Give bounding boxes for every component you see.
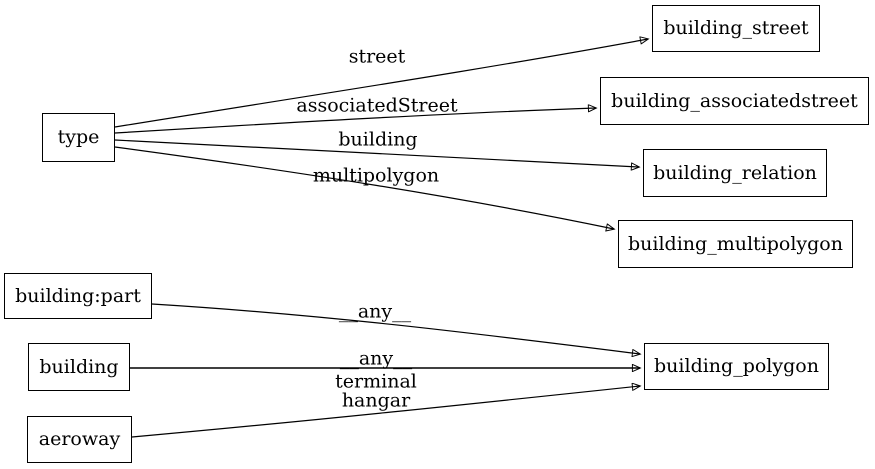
node-type-label: type: [57, 126, 100, 148]
node-building-street-label: building_street: [663, 17, 809, 39]
edge-label-terminal: terminal: [335, 370, 417, 393]
edge-label-street: street: [348, 45, 406, 68]
node-building-polygon: building_polygon: [644, 343, 829, 390]
edge-label-any-1: __any__: [338, 300, 412, 323]
edge-aeroway-building_polygon: [131, 386, 640, 438]
edge-label-multipolygon: multipolygon: [312, 164, 440, 187]
node-building-label: building: [39, 355, 119, 378]
edge-label-hangar: hangar: [341, 389, 411, 412]
node-aeroway-label: aeroway: [38, 428, 121, 450]
node-building: building: [28, 343, 130, 391]
node-building-multipolygon: building_multipolygon: [618, 220, 853, 268]
edge-label-building: building: [338, 128, 418, 151]
node-building-polygon-label: building_polygon: [654, 355, 819, 377]
edge-type-building_street: [114, 39, 648, 128]
node-aeroway: aeroway: [27, 416, 132, 463]
node-type: type: [42, 113, 115, 162]
node-building-relation-label: building_relation: [653, 161, 817, 184]
edge-label-associatedstreet: associatedStreet: [296, 94, 458, 117]
node-building-multipolygon-label: building_multipolygon: [628, 232, 843, 255]
node-building-relation: building_relation: [643, 149, 827, 197]
node-building-associatedstreet-label: building_associatedstreet: [611, 89, 858, 112]
edge-label-any-2: __any__: [339, 347, 413, 370]
edge-type-building_associatedstreet: [114, 108, 596, 134]
node-building-part-label: building:part: [15, 284, 141, 307]
edge-type-building_multipolygon: [114, 146, 614, 229]
node-building-street: building_street: [652, 5, 820, 52]
node-building-part: building:part: [4, 273, 152, 319]
edge-building_part-building_polygon: [151, 303, 640, 354]
node-building-associatedstreet: building_associatedstreet: [600, 77, 869, 125]
